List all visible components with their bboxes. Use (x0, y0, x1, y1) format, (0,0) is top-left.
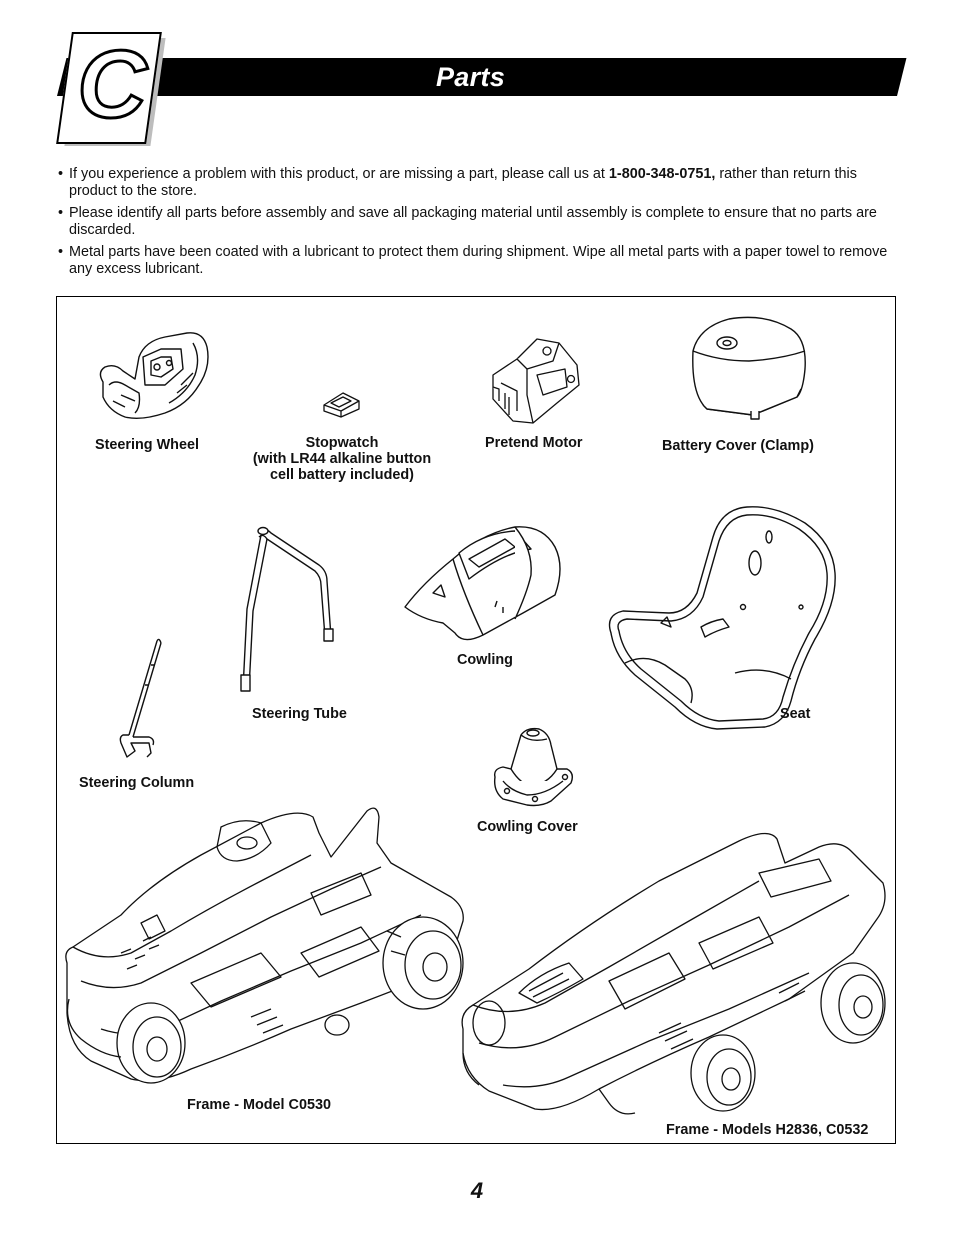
cowling-drawing (403, 523, 563, 647)
instructions-list: If you experience a problem with this pr… (58, 166, 898, 283)
section-header: C Parts (0, 0, 954, 150)
part-label-battery-cover: Battery Cover (Clamp) (662, 438, 814, 454)
part-label-cowling-cover: Cowling Cover (477, 819, 578, 835)
instruction-item: Metal parts have been coated with a lubr… (58, 244, 898, 278)
section-title: Parts (436, 62, 506, 92)
support-phone: 1-800-348-0751, (608, 166, 716, 182)
part-label-cowling: Cowling (457, 652, 513, 668)
instruction-item: Please identify all parts before assembl… (58, 205, 898, 239)
part-label-frame-c0530: Frame - Model C0530 (187, 1097, 331, 1113)
seat-drawing (605, 503, 841, 739)
battery-cover-drawing (689, 311, 813, 423)
instruction-item: If you experience a problem with this pr… (58, 166, 898, 200)
part-label-steering-column: Steering Column (79, 775, 195, 791)
instruction-text: rather than return this product to the s… (69, 166, 857, 199)
part-label-stopwatch: Stopwatch (with LR44 alkaline button cel… (242, 435, 442, 483)
part-label-steering-tube: Steering Tube (252, 706, 347, 722)
stopwatch-label-line: Stopwatch (305, 435, 379, 451)
section-letter: C (76, 30, 148, 140)
part-label-frame-h2836: Frame - Models H2836, C0532 (666, 1122, 869, 1138)
pretend-motor-drawing (487, 335, 583, 425)
steering-wheel-drawing (95, 327, 215, 427)
stopwatch-label-line: cell battery included) (270, 467, 414, 483)
page-number: 4 (470, 1178, 484, 1203)
header-bar (140, 58, 907, 96)
part-label-seat: Seat (780, 706, 811, 722)
part-label-pretend-motor: Pretend Motor (485, 435, 583, 451)
stopwatch-drawing (321, 389, 363, 419)
steering-tube-drawing (237, 525, 337, 697)
parts-panel: Steering Wheel Stopwatch (with LR44 alka… (56, 296, 896, 1144)
frame-h2836-drawing (459, 823, 891, 1123)
cowling-cover-drawing (491, 725, 575, 809)
steering-column-drawing (115, 637, 163, 761)
instruction-text: If you experience a problem with this pr… (69, 166, 609, 182)
part-label-steering-wheel: Steering Wheel (95, 437, 199, 453)
stopwatch-label-line: (with LR44 alkaline button (252, 451, 432, 467)
frame-c0530-drawing (61, 803, 491, 1093)
